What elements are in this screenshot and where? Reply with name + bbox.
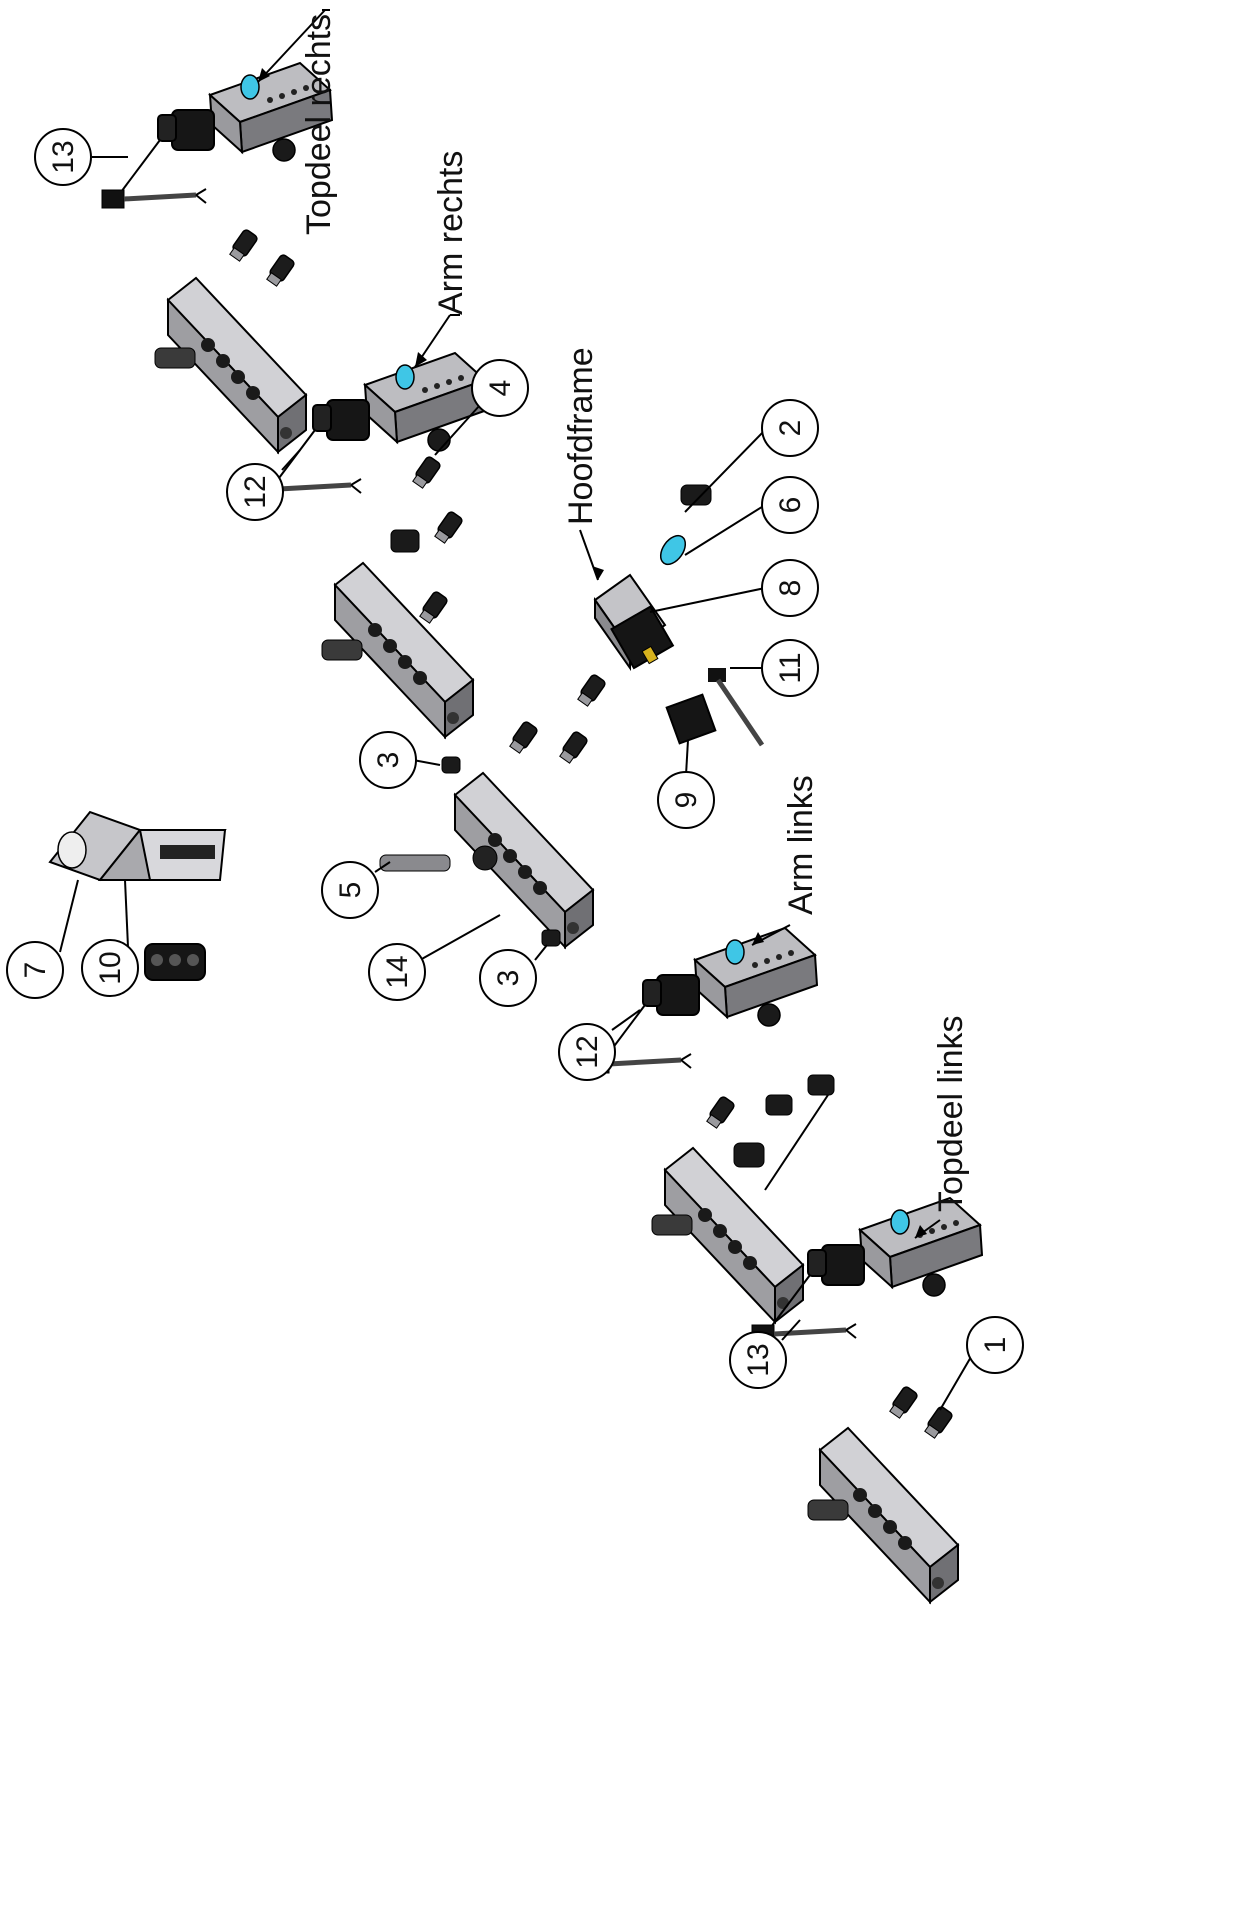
balloon-2: 2 — [761, 399, 819, 457]
svg-text:13: 13 — [47, 140, 80, 173]
balloon-leaders — [59, 156, 976, 1411]
svg-text:12: 12 — [571, 1035, 604, 1068]
manifold-middle-right — [321, 454, 474, 738]
balloon-3-upper: 3 — [359, 731, 417, 789]
svg-text:3: 3 — [492, 970, 525, 987]
balloon-10: 10 — [81, 939, 139, 997]
svg-text:7: 7 — [19, 962, 52, 979]
label-topdeel-rechts: Topdeel rechts — [300, 14, 338, 235]
label-hoofdframe: Hoofdframe — [562, 347, 600, 525]
balloon-12-lower: 12 — [558, 1023, 616, 1081]
group-arm-links: Arm links — [587, 775, 820, 1073]
balloon-6: 6 — [761, 476, 819, 534]
balloon-11: 11 — [761, 639, 819, 697]
label-arm-rechts: Arm rechts — [432, 151, 470, 315]
svg-text:3: 3 — [372, 752, 405, 769]
label-topdeel-links: Topdeel links — [932, 1015, 970, 1212]
svg-text:12: 12 — [239, 475, 272, 508]
svg-text:9: 9 — [670, 792, 703, 809]
svg-text:11: 11 — [774, 652, 807, 683]
label-arm-links: Arm links — [782, 775, 820, 915]
balloon-13-top: 13 — [34, 128, 92, 186]
manifold-bottom — [807, 1384, 959, 1603]
group-topdeel-rechts: Topdeel rechts — [102, 9, 338, 235]
balloon-5: 5 — [321, 861, 379, 919]
balloon-9: 9 — [657, 771, 715, 829]
svg-text:14: 14 — [381, 955, 414, 988]
svg-text:2: 2 — [774, 420, 807, 437]
manifold-lower — [651, 1074, 835, 1323]
balloon-4: 4 — [471, 359, 529, 417]
svg-text:4: 4 — [484, 380, 517, 397]
balloon-3-lower: 3 — [479, 949, 537, 1007]
svg-text:13: 13 — [742, 1343, 775, 1376]
balloon-8: 8 — [761, 559, 819, 617]
svg-text:8: 8 — [774, 580, 807, 597]
group-topdeel-links: Topdeel links — [752, 1015, 982, 1343]
group-arm-rechts: Arm rechts — [257, 151, 487, 498]
balloon-7: 7 — [6, 941, 64, 999]
filter-regulator — [48, 810, 227, 981]
balloon-12-upper: 12 — [226, 463, 284, 521]
svg-text:6: 6 — [774, 497, 807, 514]
svg-text:10: 10 — [94, 951, 127, 984]
svg-text:5: 5 — [334, 882, 367, 899]
balloon-1: 1 — [966, 1316, 1024, 1374]
manifold-upper — [154, 227, 307, 453]
manifold-central — [379, 719, 594, 948]
balloon-14: 14 — [368, 943, 426, 1001]
balloon-13-bottom: 13 — [729, 1331, 787, 1389]
group-hoofdframe: Hoofdframe — [562, 347, 765, 747]
svg-text:1: 1 — [979, 1337, 1012, 1354]
